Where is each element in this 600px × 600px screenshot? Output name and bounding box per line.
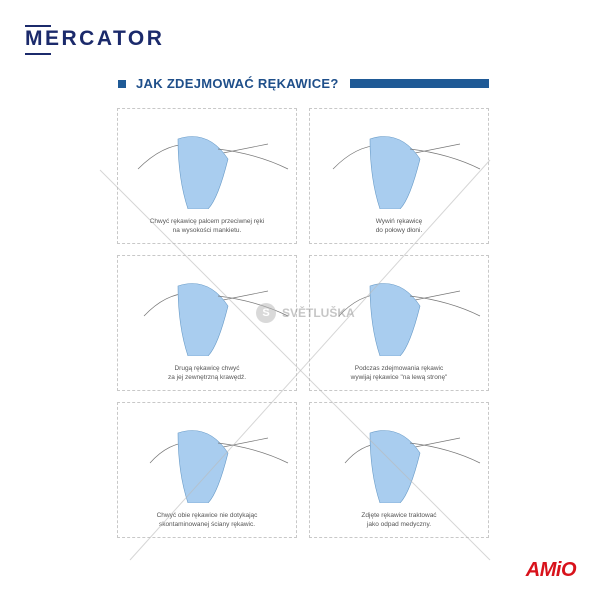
logo-bar-bottom xyxy=(25,53,51,55)
heading: JAK ZDEJMOWAĆ RĘKAWICE? xyxy=(118,76,339,91)
caption-line-1: Wywiń rękawicę xyxy=(375,218,423,225)
caption-line-2: wywijaj rękawice "na lewą stronę" xyxy=(350,374,448,381)
title-bar xyxy=(350,79,489,88)
watermark-badge: S xyxy=(256,303,276,323)
glove-illustration xyxy=(137,136,289,209)
step-panel-4: Podczas zdejmowania rękawic wywijaj ręka… xyxy=(309,255,489,391)
step-caption: Wywiń rękawicę do połowy dłoni. xyxy=(310,217,488,235)
watermark-text: SVĚTLUŠKA xyxy=(282,306,355,320)
glove-illustration xyxy=(143,283,289,356)
caption-line-2: do połowy dłoni. xyxy=(375,227,423,234)
step-caption: Zdjęte rękawice traktować jako odpad med… xyxy=(310,511,488,529)
logo-bar-top xyxy=(25,25,51,27)
glove-illustration xyxy=(332,136,481,209)
caption-line-2: za jej zewnętrzną krawędź. xyxy=(167,374,247,381)
caption-line-1: Podczas zdejmowania rękawic xyxy=(354,365,444,372)
page-title: JAK ZDEJMOWAĆ RĘKAWICE? xyxy=(136,76,339,91)
glove-illustration xyxy=(149,430,289,503)
caption-line-2: skontaminowanej ściany rękawic. xyxy=(158,521,256,528)
caption-line-1: Chwyć rękawicę palcem przeciwnej ręki xyxy=(149,218,265,225)
step-caption: Drugą rękawicę chwyć za jej zewnętrzną k… xyxy=(118,364,296,382)
glove-illustration xyxy=(338,283,481,356)
square-icon xyxy=(118,79,126,88)
step-panel-5: Chwyć obie rękawice nie dotykając skonta… xyxy=(117,402,297,538)
step-panel-1: Chwyć rękawicę palcem przeciwnej ręki na… xyxy=(117,108,297,244)
caption-line-1: Drugą rękawicę chwyć xyxy=(174,365,240,372)
step-panel-2: Wywiń rękawicę do połowy dłoni. xyxy=(309,108,489,244)
amio-logo: AMiO xyxy=(525,559,577,581)
mercator-logo: MERCATOR xyxy=(25,27,165,50)
glove-illustration xyxy=(344,430,481,503)
caption-line-2: jako odpad medyczny. xyxy=(366,521,432,528)
caption-line-1: Chwyć obie rękawice nie dotykając xyxy=(156,512,258,519)
step-panel-3: Drugą rękawicę chwyć za jej zewnętrzną k… xyxy=(117,255,297,391)
step-caption: Podczas zdejmowania rękawic wywijaj ręka… xyxy=(310,364,488,382)
caption-line-2: na wysokości mankietu. xyxy=(172,227,242,234)
step-panel-6: Zdjęte rękawice traktować jako odpad med… xyxy=(309,402,489,538)
watermark: S SVĚTLUŠKA xyxy=(256,303,355,323)
step-caption: Chwyć rękawicę palcem przeciwnej ręki na… xyxy=(118,217,296,235)
step-caption: Chwyć obie rękawice nie dotykając skonta… xyxy=(118,511,296,529)
caption-line-1: Zdjęte rękawice traktować xyxy=(361,512,437,519)
